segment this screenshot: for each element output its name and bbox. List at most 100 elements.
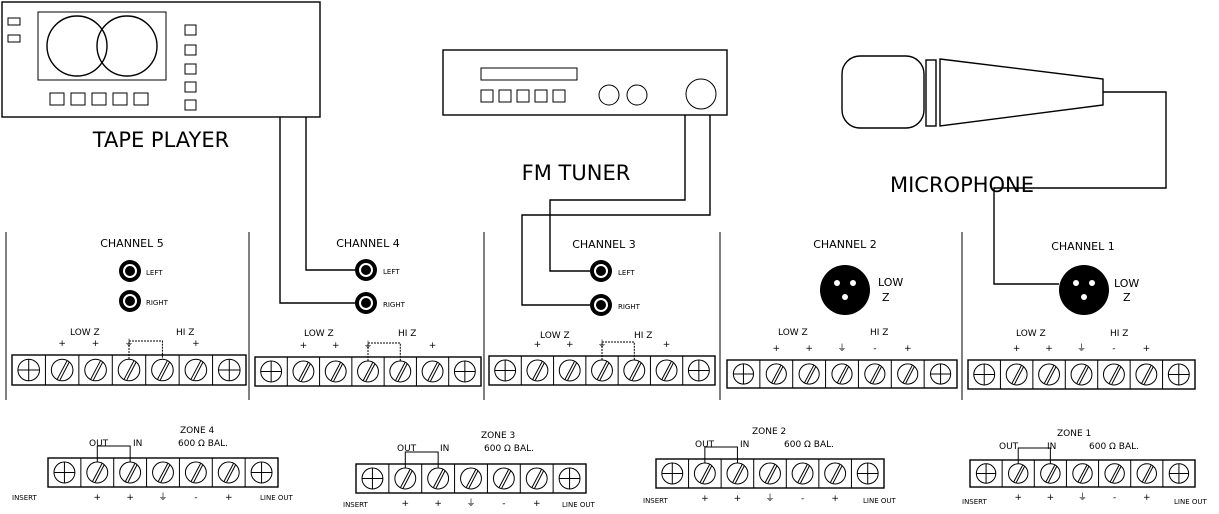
svg-text:LOW Z: LOW Z <box>304 329 334 339</box>
terminal-sign: - <box>502 499 505 509</box>
screw-terminal <box>1135 363 1158 386</box>
terminal-sign: + <box>533 499 541 509</box>
screw-terminal <box>1136 463 1158 484</box>
screw-terminal <box>152 461 174 484</box>
terminal-sign: + <box>1045 344 1053 354</box>
svg-text:INSERT: INSERT <box>12 494 38 502</box>
svg-text:IN: IN <box>740 440 749 450</box>
svg-text:HI Z: HI Z <box>634 331 652 341</box>
svg-text:INSERT: INSERT <box>343 501 369 509</box>
tape-player-label: TAPE PLAYER <box>92 128 229 152</box>
microphone: MICROPHONE <box>841 55 1104 197</box>
fm-tuner-body <box>442 49 728 116</box>
terminal-sign: ⏚ <box>837 343 846 354</box>
terminal-sign: + <box>1143 493 1151 503</box>
terminal-sign: ⏚ <box>1078 492 1087 503</box>
screw-terminal <box>217 461 240 484</box>
wire-tuner-right <box>521 115 711 306</box>
fm-tuner-label: FM TUNER <box>522 161 631 185</box>
svg-text:LOW Z: LOW Z <box>778 328 808 338</box>
zone-4-label: ZONE 4 <box>180 426 215 436</box>
svg-text:OUT: OUT <box>89 439 109 449</box>
wire-tuner-left <box>549 115 686 272</box>
terminal-sign: + <box>734 494 742 504</box>
microphone-head <box>841 55 925 129</box>
jumper-wire <box>601 341 635 360</box>
svg-text:LINE OUT: LINE OUT <box>260 494 293 502</box>
terminal-sign: + <box>429 341 437 351</box>
svg-text:600 Ω BAL.: 600 Ω BAL. <box>784 440 834 450</box>
zone-jumper <box>704 446 738 463</box>
svg-text:LINE OUT: LINE OUT <box>562 501 595 509</box>
terminal-sign: + <box>773 344 781 354</box>
wire-tape-right <box>279 117 355 304</box>
screw-terminal <box>765 363 787 385</box>
terminal-sign: + <box>831 494 839 504</box>
wire-microphone <box>993 91 1167 285</box>
zone-jumper <box>404 451 439 468</box>
zone-labels: ZONE 4 OUT IN 600 Ω BAL. ZONE 3 OUT IN 6… <box>89 426 1139 454</box>
terminal-sign: + <box>701 494 709 504</box>
svg-text:OUT: OUT <box>397 444 417 454</box>
terminal-sign: + <box>225 493 233 503</box>
screw-terminal <box>460 467 482 490</box>
screw-terminal <box>1072 463 1093 484</box>
svg-text:LOW: LOW <box>878 276 903 289</box>
terminal-sign: + <box>94 493 102 503</box>
channel-5-label: CHANNEL 5 <box>100 237 164 250</box>
channel-4-terminal-strip <box>254 356 482 387</box>
svg-text:OUT: OUT <box>999 442 1019 452</box>
svg-text:INSERT: INSERT <box>643 497 669 505</box>
svg-text:LOW Z: LOW Z <box>540 331 570 341</box>
screw-terminal <box>119 461 142 484</box>
channel-2-label: CHANNEL 2 <box>813 238 877 251</box>
screw-terminal <box>427 467 450 490</box>
zone-jumper <box>96 445 131 462</box>
channel-4-label: CHANNEL 4 <box>336 237 400 250</box>
microphone-label: MICROPHONE <box>890 173 1034 197</box>
xlr-connector-ch2 <box>820 265 870 315</box>
svg-text:RIGHT: RIGHT <box>146 299 169 307</box>
terminal-sign: + <box>192 339 200 349</box>
screw-terminal <box>324 360 347 383</box>
channel-1-label: CHANNEL 1 <box>1051 240 1115 253</box>
zone-3-terminal-strip <box>355 463 587 494</box>
screw-terminal <box>791 462 814 485</box>
channel-1-terminal-strip <box>967 359 1196 390</box>
terminal-sign: + <box>566 340 574 350</box>
svg-text:LOW Z: LOW Z <box>1016 329 1046 339</box>
tape-player: TAPE PLAYER <box>1 1 321 152</box>
terminal-sign: ⏚ <box>1077 343 1086 354</box>
terminal-sign: ⏚ <box>158 492 167 503</box>
screw-terminal <box>591 359 613 382</box>
svg-text:600 Ω BAL.: 600 Ω BAL. <box>1089 442 1139 452</box>
svg-text:LOW Z: LOW Z <box>70 328 100 338</box>
svg-text:LINE OUT: LINE OUT <box>1174 498 1207 506</box>
svg-text:Z: Z <box>882 291 890 304</box>
terminal-sign: + <box>663 340 671 350</box>
zone-3-label: ZONE 3 <box>481 431 515 441</box>
screw-terminal <box>421 360 444 383</box>
screw-terminal <box>1104 463 1125 484</box>
svg-text:LEFT: LEFT <box>618 269 635 277</box>
terminal-sign: + <box>402 499 410 509</box>
screw-terminal <box>184 358 208 382</box>
screw-terminal <box>84 358 107 382</box>
screw-terminal <box>864 363 886 385</box>
microphone-handle <box>939 58 1104 127</box>
svg-text:HI Z: HI Z <box>1110 329 1128 339</box>
terminal-sign: - <box>801 494 804 504</box>
screw-terminal <box>117 358 141 382</box>
terminal-sign: + <box>434 499 442 509</box>
terminal-sign: + <box>58 339 66 349</box>
jumper-wire <box>128 340 163 359</box>
screw-terminal <box>623 359 646 382</box>
svg-text:600 Ω BAL.: 600 Ω BAL. <box>178 439 228 449</box>
screw-terminal <box>759 462 781 485</box>
svg-text:IN: IN <box>440 444 449 454</box>
terminal-sign: - <box>1113 493 1116 503</box>
screw-terminal <box>1070 363 1093 386</box>
tuning-knob <box>685 78 717 110</box>
fm-tuner: FM TUNER <box>442 49 728 185</box>
